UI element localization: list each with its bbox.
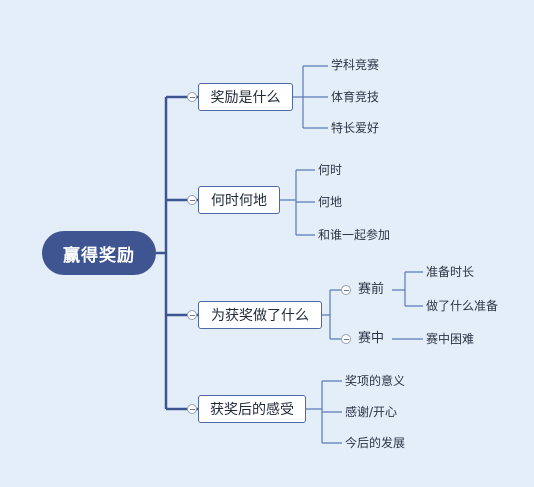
leaf-node[interactable]: 做了什么准备: [426, 299, 499, 313]
leaf-node[interactable]: 奖项的意义: [345, 374, 406, 388]
leaf-node[interactable]: 赛中困难: [426, 332, 475, 346]
collapse-toggle-icon[interactable]: [187, 310, 197, 320]
connector-leaves-3a: [392, 271, 423, 307]
leaf-node[interactable]: 今后的发展: [345, 436, 406, 450]
leaf-node[interactable]: 何时: [318, 163, 343, 177]
leaf-node[interactable]: 感谢/开心: [345, 405, 398, 419]
collapse-toggle-icon[interactable]: [187, 92, 197, 102]
leaf-node[interactable]: 学科竞赛: [331, 58, 380, 72]
connector-subtopics-3: [322, 289, 341, 340]
connector-root-trunk: [156, 97, 168, 409]
leaf-node[interactable]: 何地: [318, 195, 343, 209]
connector-leaves-1: [293, 65, 328, 129]
branch-node-3[interactable]: 为获奖做了什么: [198, 301, 322, 329]
collapse-toggle-icon[interactable]: [187, 195, 197, 205]
collapse-toggle-icon[interactable]: [341, 334, 351, 344]
branch-node-4[interactable]: 获奖后的感受: [198, 395, 306, 423]
leaf-node[interactable]: 特长爱好: [331, 121, 380, 135]
branch-node-1[interactable]: 奖励是什么: [198, 83, 293, 111]
collapse-toggle-icon[interactable]: [341, 285, 351, 295]
connector-leaves-2: [280, 169, 315, 236]
branch-node-2[interactable]: 何时何地: [198, 186, 280, 214]
connector-leaves-4: [306, 380, 342, 444]
subtopic-node[interactable]: 赛前: [358, 282, 385, 297]
leaf-node[interactable]: 和谁一起参加: [318, 228, 391, 242]
leaf-node[interactable]: 体育竞技: [331, 90, 380, 104]
root-node[interactable]: 赢得奖励: [42, 231, 156, 275]
leaf-node[interactable]: 准备时长: [426, 265, 475, 279]
subtopic-node[interactable]: 赛中: [358, 331, 385, 346]
collapse-toggle-icon[interactable]: [187, 404, 197, 414]
